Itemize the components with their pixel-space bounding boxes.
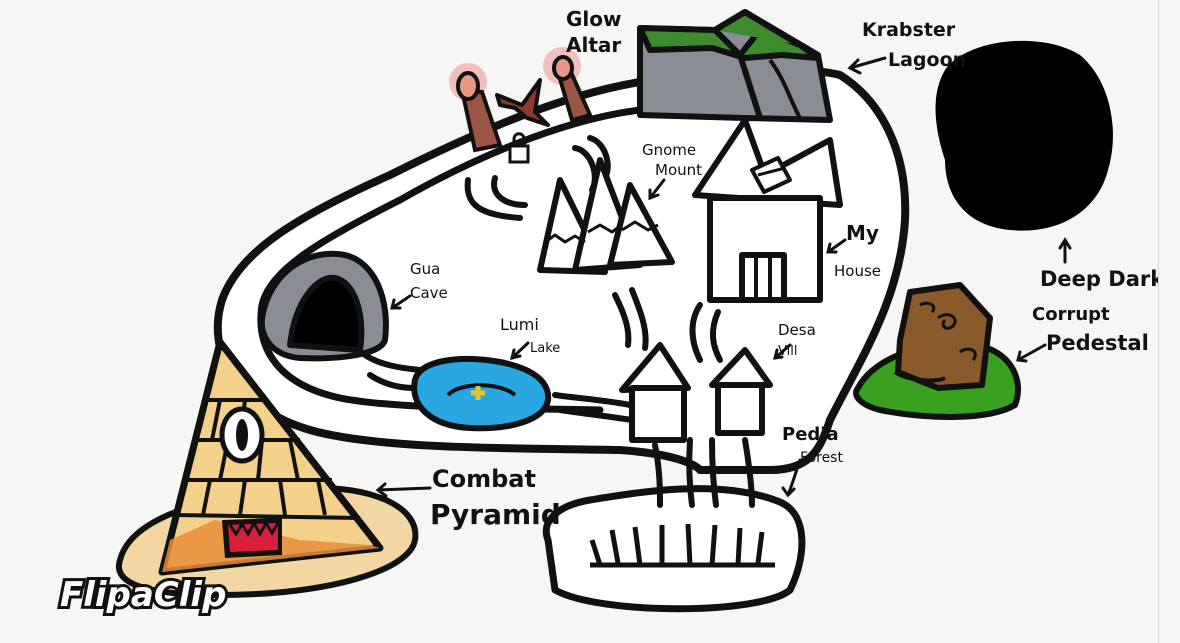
label-forest-2: Forest <box>800 450 843 466</box>
gnome-mountains <box>537 157 675 275</box>
my-house <box>692 117 843 303</box>
arrow-house <box>826 238 847 254</box>
combat-pyramid <box>115 338 419 599</box>
label-gua-1: Gua <box>410 260 440 278</box>
corrupt-pedestal <box>853 282 1022 420</box>
gua-cave <box>258 250 389 362</box>
arrow-deep-dark <box>1058 237 1072 264</box>
label-pyramid-2: Pyramid <box>430 498 561 531</box>
label-my-1: My <box>846 221 879 245</box>
lock-icon <box>508 132 530 164</box>
arrow-lake <box>509 341 530 361</box>
arrow-krabster <box>847 56 887 75</box>
arrow-pedestal <box>1016 343 1047 363</box>
label-vill-2: Vill <box>778 344 797 359</box>
forest-teeth <box>589 523 775 568</box>
watermark-outline: FlipaClip <box>60 575 226 615</box>
label-desa-1: Desa <box>778 321 816 339</box>
label-lumi-1: Lumi <box>500 315 539 334</box>
canvas-edge <box>1158 0 1159 643</box>
label-corrupt-1: Corrupt <box>1032 304 1110 325</box>
glow-altar <box>449 47 593 153</box>
lumi-lake <box>411 356 552 432</box>
label-pedia-1: Pedia <box>782 424 839 445</box>
arrows <box>375 56 1072 498</box>
pedia-forest-region <box>542 485 806 613</box>
label-lake-2: Lake <box>530 341 560 356</box>
label-krabster-2: Lagoon <box>888 49 966 71</box>
flipaclip-watermark: FlipaClip <box>57 572 229 618</box>
label-combat-1: Combat <box>432 465 536 493</box>
label-cave-2: Cave <box>410 284 448 302</box>
arrow-desa <box>773 343 792 360</box>
label-glow-altar-2: Altar <box>566 33 621 57</box>
label-gnome-1: Gnome <box>642 141 696 159</box>
arrow-gnome <box>648 178 666 201</box>
label-glow-altar-1: Glow <box>566 7 622 31</box>
label-krabster-1: Krabster <box>862 19 956 41</box>
streams <box>362 135 755 508</box>
labels: Glow Altar Krabster Lagoon Gnome Mount M… <box>410 7 1158 531</box>
arrow-pyramid <box>375 482 432 498</box>
label-pedestal-2: Pedestal <box>1046 331 1149 355</box>
desa-village <box>619 342 773 443</box>
krabster-lagoon-mountain <box>637 9 833 123</box>
label-deep-dark: Deep Dark <box>1040 267 1158 291</box>
label-gnome-2: Mount <box>655 161 702 179</box>
arrow-forest <box>781 458 802 498</box>
deep-dark <box>935 40 1113 231</box>
arrow-cave <box>390 294 412 310</box>
label-house-2: House <box>834 262 881 280</box>
